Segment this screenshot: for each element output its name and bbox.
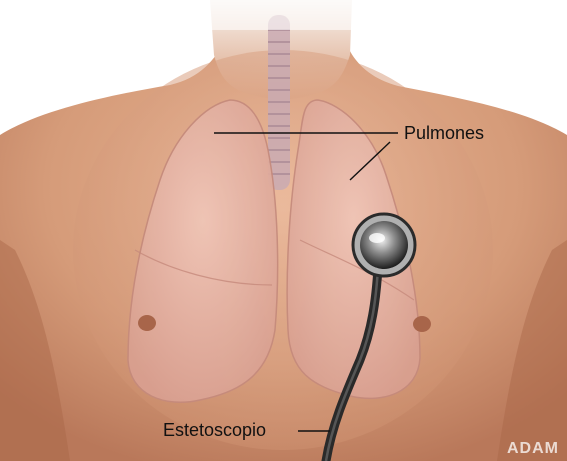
stethoscope-label: Estetoscopio <box>163 421 266 439</box>
top-fade <box>0 0 567 30</box>
left-nipple <box>138 315 156 331</box>
right-nipple <box>413 316 431 332</box>
stethoscope-chest-piece <box>353 214 415 276</box>
lungs-label: Pulmones <box>404 124 484 142</box>
trachea <box>268 15 290 190</box>
adam-watermark: ADAM <box>507 440 559 458</box>
